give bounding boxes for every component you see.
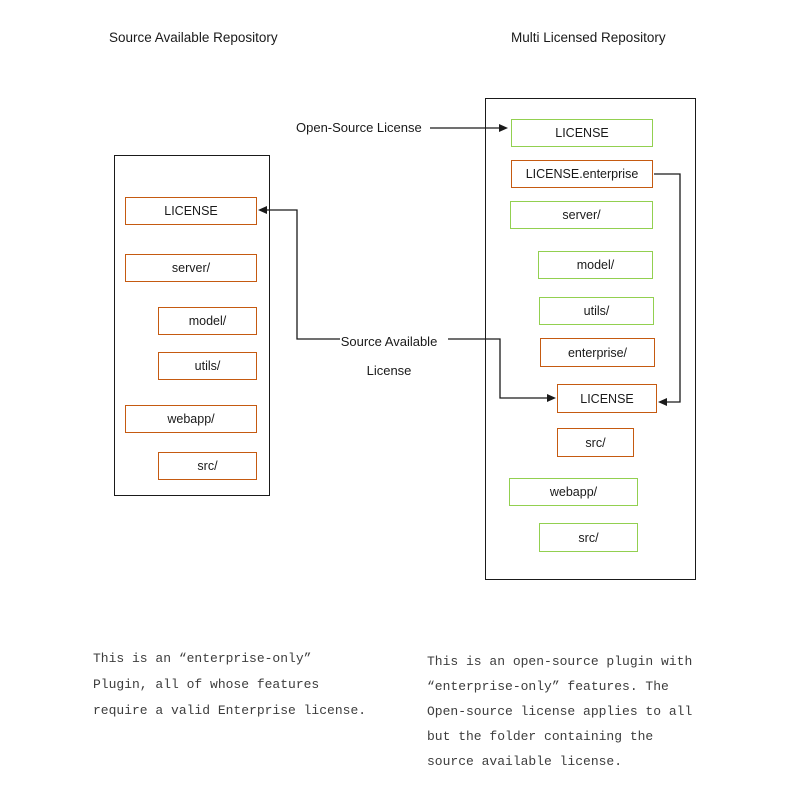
file-box-right-enterprise-dir: enterprise/	[540, 338, 655, 367]
file-box-left-utils: utils/	[158, 352, 257, 380]
file-box-left-webapp: webapp/	[125, 405, 257, 433]
file-box-left-server: server/	[125, 254, 257, 282]
left-repo-title: Source Available Repository	[109, 30, 278, 45]
file-box-right-license-open: LICENSE	[511, 119, 653, 147]
left-repo-note-line: Plugin, all of whose features	[93, 677, 320, 692]
right-repo-title: Multi Licensed Repository	[511, 30, 666, 45]
source-available-license-label: Source Available License	[328, 327, 450, 385]
file-box-right-model: model/	[538, 251, 653, 279]
right-repo-note-line: “enterprise-only” features. The	[427, 679, 669, 694]
file-box-right-src-enterprise: src/	[557, 428, 634, 457]
right-repo-note-line: but the folder containing the	[427, 729, 654, 744]
source-available-left-arrow	[258, 206, 340, 340]
left-repo-note-line: This is an “enterprise-only”	[93, 651, 312, 666]
file-box-right-server: server/	[510, 201, 653, 229]
file-box-right-src-webapp: src/	[539, 523, 638, 552]
right-repo-note: This is an open-source plugin with “ente…	[427, 649, 692, 774]
right-repo-note-line: source available license.	[427, 754, 623, 769]
source-available-license-label-line1: Source Available	[340, 334, 438, 349]
file-box-right-license-enterprise: LICENSE.enterprise	[511, 160, 653, 188]
file-box-right-utils: utils/	[539, 297, 654, 325]
file-box-right-webapp: webapp/	[509, 478, 638, 506]
open-source-license-label: Open-Source License	[296, 120, 422, 135]
right-repo-note-line: Open-source license applies to all	[427, 704, 693, 719]
right-repo-note-line: This is an open-source plugin with	[427, 654, 693, 669]
left-repo-note: This is an “enterprise-only” Plugin, all…	[93, 646, 366, 724]
left-repo-note-line: require a valid Enterprise license.	[93, 703, 367, 718]
file-box-left-license: LICENSE	[125, 197, 257, 225]
file-box-left-model: model/	[158, 307, 257, 335]
file-box-left-src: src/	[158, 452, 257, 480]
file-box-right-license-inner: LICENSE	[557, 384, 657, 413]
source-available-license-label-line2: License	[366, 363, 412, 378]
